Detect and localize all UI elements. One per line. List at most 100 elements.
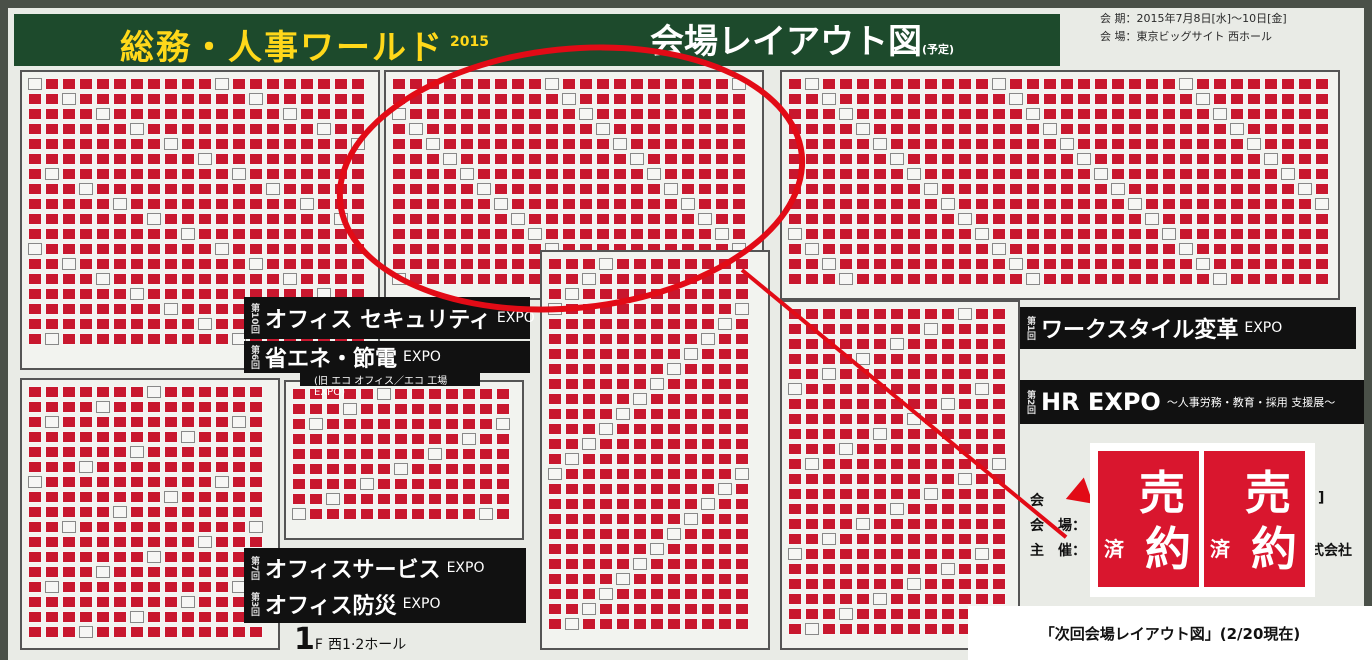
booth-tile: [616, 438, 630, 450]
booth-tile: [215, 551, 229, 563]
booth-tile: [1179, 153, 1193, 165]
booth-tile: [647, 228, 661, 240]
booth-tile: [1247, 123, 1261, 135]
booth-tile: [28, 93, 42, 105]
booth-tile: [300, 153, 314, 165]
booth-tile: [249, 138, 263, 150]
booth-tile: [788, 488, 802, 500]
booth-tile: [633, 453, 647, 465]
banner-expo: EXPO: [402, 596, 441, 612]
booth-tile: [164, 611, 178, 623]
booth-tile: [292, 418, 306, 430]
booth-tile: [462, 433, 476, 445]
booth-tile: [96, 551, 110, 563]
booth-tile: [856, 153, 870, 165]
booth-tile: [822, 503, 836, 515]
booth-tile: [822, 108, 836, 120]
booth-tile: [856, 428, 870, 440]
booth-tile: [147, 416, 161, 428]
booth-tile: [1128, 153, 1142, 165]
booth-tile: [1060, 213, 1074, 225]
booth-tile: [822, 428, 836, 440]
booth-tile: [511, 123, 525, 135]
booth-tile: [130, 318, 144, 330]
booth-tile: [924, 338, 938, 350]
booth-tile: [907, 323, 921, 335]
booth-tile: [198, 446, 212, 458]
booth-tile: [788, 398, 802, 410]
booth-tile: [856, 108, 870, 120]
booth-tile: [873, 428, 887, 440]
booth-tile: [249, 386, 263, 398]
booth-tile: [582, 588, 596, 600]
booth-tile: [698, 183, 712, 195]
booth-tile: [1213, 273, 1227, 285]
booth-tile: [616, 318, 630, 330]
booth-tile: [975, 228, 989, 240]
booth-grid: [782, 72, 1338, 298]
booth-tile: [992, 243, 1006, 255]
booth-tile: [317, 78, 331, 90]
booth-tile: [873, 623, 887, 635]
booth-tile: [409, 93, 423, 105]
booth-tile: [343, 463, 357, 475]
booth-tile: [96, 258, 110, 270]
booth-tile: [1298, 108, 1312, 120]
booth-tile: [992, 108, 1006, 120]
booth-tile: [684, 423, 698, 435]
booth-tile: [232, 521, 246, 533]
booth-tile: [839, 608, 853, 620]
booth-tile: [788, 623, 802, 635]
booth-tile: [1315, 153, 1329, 165]
booth-tile: [317, 213, 331, 225]
booth-tile: [147, 333, 161, 345]
booth-tile: [596, 93, 610, 105]
booth-tile: [630, 93, 644, 105]
booth-tile: [45, 288, 59, 300]
booth-tile: [62, 168, 76, 180]
booth-tile: [873, 338, 887, 350]
booth-tile: [232, 183, 246, 195]
booth-tile: [266, 78, 280, 90]
booth-tile: [822, 353, 836, 365]
booth-tile: [975, 273, 989, 285]
booth-tile: [805, 273, 819, 285]
booth-tile: [198, 303, 212, 315]
booth-tile: [805, 183, 819, 195]
booth-tile: [684, 288, 698, 300]
booth-tile: [130, 431, 144, 443]
booth-tile: [907, 518, 921, 530]
booth-tile: [266, 153, 280, 165]
booth-tile: [198, 93, 212, 105]
booth-tile: [28, 303, 42, 315]
booth-tile: [494, 78, 508, 90]
booth-tile: [565, 603, 579, 615]
booth-tile: [856, 243, 870, 255]
booth-tile: [958, 383, 972, 395]
booth-tile: [565, 543, 579, 555]
booth-tile: [941, 383, 955, 395]
booth-tile: [215, 273, 229, 285]
booth-tile: [565, 438, 579, 450]
booth-tile: [856, 258, 870, 270]
info-row-organizer-tail: 式会社: [1310, 543, 1352, 559]
booth-tile: [528, 228, 542, 240]
booth-tile: [445, 418, 459, 430]
booth-tile: [1179, 183, 1193, 195]
booth-tile: [198, 318, 212, 330]
booth-tile: [582, 528, 596, 540]
booth-tile: [300, 123, 314, 135]
booth-tile: [1043, 198, 1057, 210]
booth-tile: [684, 618, 698, 630]
booth-tile: [113, 183, 127, 195]
booth-tile: [1196, 198, 1210, 210]
booth-tile: [326, 478, 340, 490]
booth-tile: [992, 368, 1006, 380]
booth-tile: [28, 168, 42, 180]
booth-tile: [96, 446, 110, 458]
booth-tile: [718, 603, 732, 615]
booth-tile: [411, 478, 425, 490]
booth-tile: [805, 383, 819, 395]
booth-tile: [1230, 198, 1244, 210]
booth-tile: [924, 228, 938, 240]
